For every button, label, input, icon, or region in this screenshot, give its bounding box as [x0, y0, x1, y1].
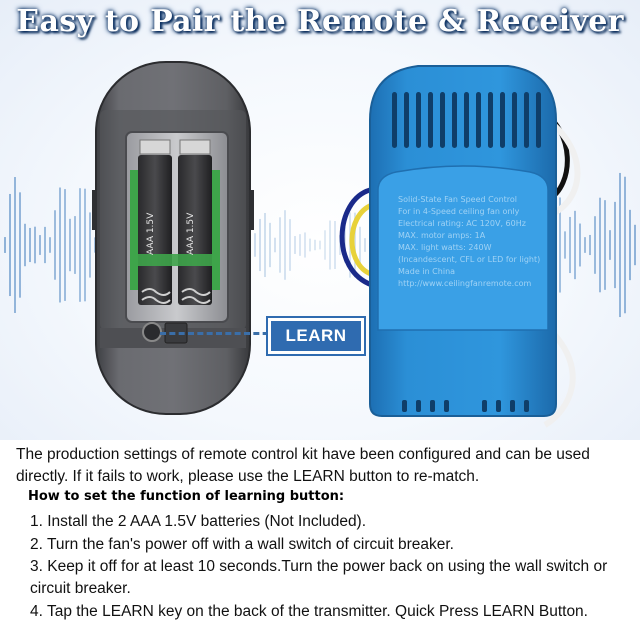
product-hero-image: AAA 1.5V AAA 1.5V Solid-State Fan Speed …	[0, 0, 640, 440]
wave-bar	[19, 192, 21, 298]
wave-bar	[634, 224, 636, 266]
wave-bar	[319, 240, 321, 250]
wave-bar	[304, 232, 306, 258]
wave-bar	[584, 237, 586, 253]
steps-list: 1. Install the 2 AAA 1.5V batteries (Not…	[30, 510, 630, 623]
wave-bar	[54, 210, 56, 280]
wave-bar	[89, 212, 91, 278]
learn-pointer-line	[160, 332, 278, 335]
wave-bar	[59, 187, 61, 303]
wave-bar	[579, 223, 581, 267]
wave-bar	[279, 217, 281, 273]
wave-bar	[14, 177, 16, 313]
wave-bar	[274, 237, 276, 253]
wave-bar	[589, 234, 591, 256]
wave-bar	[574, 210, 576, 280]
wave-bar	[29, 227, 31, 263]
intro-text: The production settings of remote contro…	[16, 446, 590, 485]
wave-bar	[629, 209, 631, 281]
receiver-label-line: MAX. light watts: 240W	[398, 243, 492, 252]
wave-bar	[74, 216, 76, 274]
vent-slot	[482, 400, 487, 412]
wave-bar	[84, 188, 86, 302]
receiver-label-line: For in 4-Speed ceiling fan only	[398, 207, 520, 216]
wave-bar	[559, 197, 561, 293]
list-item: 2. Turn the fan's power off with a wall …	[30, 536, 454, 553]
vent-slot	[488, 92, 493, 148]
wave-bar	[294, 236, 296, 254]
wave-bar	[339, 235, 341, 255]
wave-bar	[254, 233, 256, 257]
receiver-label-line: Made in China	[398, 267, 456, 276]
wave-bar	[79, 188, 81, 302]
receiver-label-line: (Incandescent, CFL or LED for light)	[398, 255, 541, 264]
vent-slot	[510, 400, 515, 412]
wave-bar	[49, 237, 51, 253]
wave-bar	[329, 220, 331, 270]
vent-slot	[512, 92, 517, 148]
receiver-label-line: Solid-State Fan Speed Control	[398, 195, 518, 204]
vent-slot	[452, 92, 457, 148]
howto-heading: How to set the function of learning butt…	[28, 489, 345, 504]
wave-bar	[619, 172, 621, 318]
vent-slot	[440, 92, 445, 148]
list-item: 3. Keep it off for at least 10 seconds.T…	[30, 558, 608, 597]
receiver-label-line: MAX. motor amps: 1A	[398, 231, 486, 240]
vent-slot	[500, 92, 505, 148]
wave-bar	[614, 201, 616, 289]
wave-bar	[364, 238, 366, 252]
wave-bar	[564, 231, 566, 259]
wave-bar	[334, 221, 336, 269]
wave-bar	[39, 235, 41, 255]
wave-bar	[624, 176, 626, 314]
vent-slot	[464, 92, 469, 148]
receiver-label-line: http://www.ceilingfanremote.com	[398, 279, 532, 288]
vent-slot	[524, 92, 529, 148]
receiver-label-line: Electrical rating: AC 120V, 60Hz	[398, 219, 526, 228]
wave-bar	[264, 212, 266, 278]
wave-bar	[354, 212, 356, 278]
vent-slot	[444, 400, 449, 412]
vent-slot	[392, 92, 397, 148]
wave-bar	[324, 230, 326, 260]
fan-receiver	[339, 65, 581, 428]
vent-slot	[402, 400, 407, 412]
wave-bar	[314, 239, 316, 251]
wave-bar	[69, 218, 71, 272]
list-item: 4. Tap the LEARN key on the back of the …	[30, 603, 588, 620]
wave-bar	[4, 237, 6, 253]
wave-bar	[44, 226, 46, 264]
vent-slot	[536, 92, 541, 148]
wave-bar	[284, 210, 286, 280]
remote-control	[92, 61, 254, 415]
wave-bar	[594, 216, 596, 274]
wave-bar	[269, 222, 271, 268]
page-title: Easy to Pair the Remote & Receiver	[16, 4, 624, 39]
learn-badge: LEARN	[268, 318, 364, 354]
wave-bar	[34, 226, 36, 264]
vent-slot	[428, 92, 433, 148]
vent-slot	[416, 400, 421, 412]
receiver-vents	[392, 92, 541, 412]
vent-slot	[524, 400, 529, 412]
wave-bar	[609, 230, 611, 260]
wave-bar	[289, 219, 291, 271]
wave-bar	[359, 226, 361, 264]
vent-slot	[430, 400, 435, 412]
wave-bar	[599, 197, 601, 293]
wave-bar	[299, 234, 301, 256]
wave-bar	[24, 223, 26, 267]
list-item: 1. Install the 2 AAA 1.5V batteries (Not…	[30, 513, 367, 530]
wave-bar	[309, 238, 311, 252]
vent-slot	[476, 92, 481, 148]
vent-slot	[416, 92, 421, 148]
wave-bar	[604, 200, 606, 290]
wave-bar	[259, 218, 261, 272]
vent-slot	[496, 400, 501, 412]
wave-bar	[569, 216, 571, 274]
wave-bar	[9, 193, 11, 297]
wave-bar	[64, 189, 66, 301]
vent-slot	[404, 92, 409, 148]
